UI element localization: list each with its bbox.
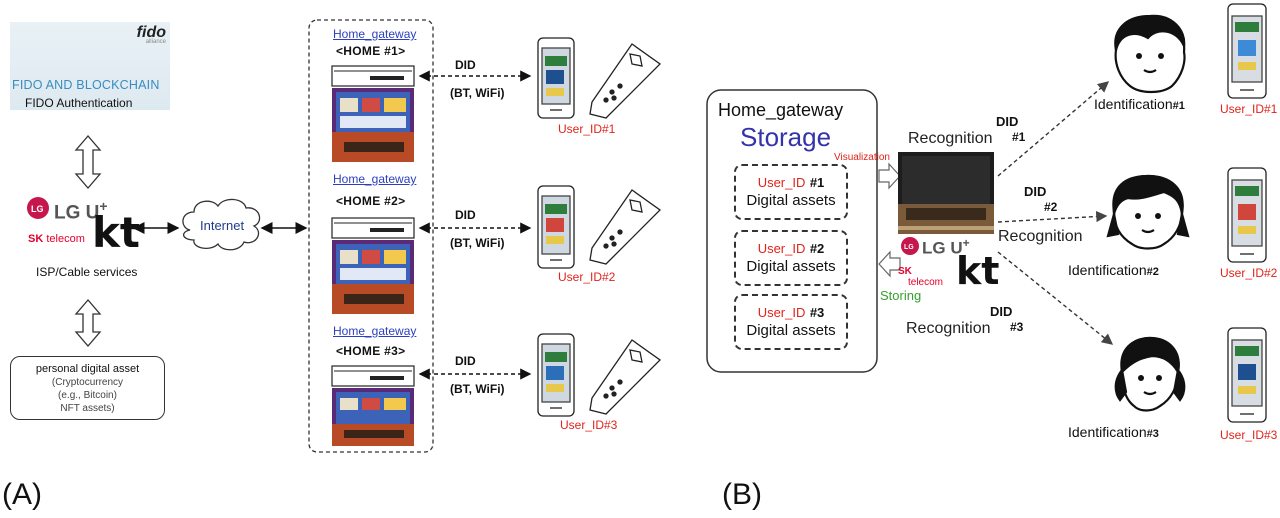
visualization-label: Visualization xyxy=(834,152,890,163)
asset-box-1: User_ID #1 Digital assets xyxy=(734,164,848,220)
user-id-b-1: User_ID#1 xyxy=(1220,102,1278,116)
phone-icon-b2 xyxy=(1227,167,1267,263)
conn-label-3: (BT, WiFi) xyxy=(450,382,505,396)
personal-asset-title: personal digital asset xyxy=(35,363,140,375)
user-id-label-2: User_ID#2 xyxy=(558,270,616,284)
home-gateway-label-3: Home_gateway xyxy=(333,324,417,338)
asset-uid-3: User_ID xyxy=(757,305,806,320)
svg-text:LG: LG xyxy=(904,244,914,251)
home-label-3: <HOME #3> xyxy=(336,344,406,358)
personal-asset-line2: (e.g., Bitcoin) xyxy=(58,390,117,401)
did-label-2: DID xyxy=(455,208,476,222)
remote-control-icon-2 xyxy=(589,189,662,265)
personal-asset-box: personal digital asset (Cryptocurrency (… xyxy=(10,356,165,420)
personal-asset-line3: NFT assets) xyxy=(60,403,115,414)
storing-label: Storing xyxy=(880,288,922,303)
recognition-arrow-3 xyxy=(997,251,1114,345)
asset-uid-2: User_ID xyxy=(757,241,806,256)
asset-num-3: #3 xyxy=(809,305,825,320)
home-label-1: <HOME #1> xyxy=(336,44,406,58)
home-device-3 xyxy=(331,365,415,446)
asset-uid-1: User_ID xyxy=(757,175,806,190)
home-gateway-label-1: Home_gateway xyxy=(333,27,417,41)
storing-arrow xyxy=(878,250,901,278)
personal-asset-line1: (Cryptocurrency xyxy=(51,377,124,388)
asset-num-1: #1 xyxy=(809,175,825,190)
kt-logo-b: kt xyxy=(956,249,1000,293)
asset-box-3: User_ID #3 Digital assets xyxy=(734,294,848,350)
recognition-label-2: Recognition xyxy=(998,228,1083,245)
person-avatar-3 xyxy=(1114,336,1186,412)
user-id-b-3: User_ID#3 xyxy=(1220,428,1278,442)
remote-control-icon-1 xyxy=(589,43,662,119)
fido-title: FIDO AND BLOCKCHAIN xyxy=(12,78,160,92)
lgu-logo-text: LG U+ xyxy=(54,198,108,224)
tv-display-icon xyxy=(898,152,994,234)
home-device-1 xyxy=(331,65,415,162)
lg-logo-icon-b: LG xyxy=(901,237,919,255)
recog-num-3: #3 xyxy=(1010,320,1024,334)
fido-subtitle: FIDO Authentication xyxy=(25,96,133,110)
internet-cloud xyxy=(182,198,261,251)
phone-icon-2 xyxy=(537,185,575,269)
home-device-2 xyxy=(331,217,415,314)
panel-a-label: (A) xyxy=(2,478,42,511)
phone-icon-b3 xyxy=(1227,327,1267,423)
user-id-b-2: User_ID#2 xyxy=(1220,266,1278,280)
identification-label-1: Identification#1 xyxy=(1094,96,1185,112)
did-label-1: DID xyxy=(455,58,476,72)
user-id-label-1: User_ID#1 xyxy=(558,122,616,136)
isp-label: ISP/Cable services xyxy=(36,265,138,279)
asset-text-1: Digital assets xyxy=(746,192,836,209)
isp-asset-double-arrow xyxy=(74,299,102,347)
conn-label-1: (BT, WiFi) xyxy=(450,86,505,100)
svg-text:LG: LG xyxy=(31,204,44,214)
kt-logo: kt xyxy=(92,208,141,257)
fido-isp-double-arrow xyxy=(74,135,102,189)
asset-box-2: User_ID #2 Digital assets xyxy=(734,230,848,286)
recognition-arrow-1 xyxy=(997,81,1110,177)
storage-gateway-title: Home_gateway xyxy=(718,100,844,120)
home-label-2: <HOME #2> xyxy=(336,194,406,208)
recog-num-2: #2 xyxy=(1044,200,1058,214)
identification-label-3: Identification#3 xyxy=(1068,424,1159,440)
conn-label-2: (BT, WiFi) xyxy=(450,236,505,250)
did-b-label-1: DID xyxy=(996,114,1019,129)
lg-logo-icon: LG xyxy=(27,197,49,219)
storage-heading: Storage xyxy=(740,122,832,152)
asset-num-2: #2 xyxy=(809,241,825,256)
recognition-arrow-2 xyxy=(997,210,1108,223)
phone-icon-b1 xyxy=(1227,3,1267,99)
recognition-label-3: Recognition xyxy=(906,320,991,337)
lgu-logo-text-b: LG U+ xyxy=(922,236,970,258)
asset-text-2: Digital assets xyxy=(746,258,836,275)
panel-b-label: (B) xyxy=(722,478,762,511)
person-avatar-2 xyxy=(1106,174,1190,250)
asset-text-3: Digital assets xyxy=(746,322,836,339)
remote-control-icon-3 xyxy=(589,339,662,415)
did-label-3: DID xyxy=(455,354,476,368)
did-b-label-2: DID xyxy=(1024,184,1047,199)
phone-icon-1 xyxy=(537,37,575,119)
phone-icon-3 xyxy=(537,333,575,417)
person-avatar-1 xyxy=(1114,14,1186,94)
recog-num-1: #1 xyxy=(1012,130,1026,144)
home-gateway-label-2: Home_gateway xyxy=(333,172,417,186)
homes-dashed-box xyxy=(308,19,434,453)
visualization-arrow xyxy=(878,162,901,190)
did-b-label-3: DID xyxy=(990,304,1013,319)
internet-label: Internet xyxy=(200,218,245,233)
sk-telecom-logo: SK telecom xyxy=(28,233,85,245)
recognition-label-1: Recognition xyxy=(908,130,993,147)
user-id-label-3: User_ID#3 xyxy=(560,418,618,432)
identification-label-2: Identification#2 xyxy=(1068,262,1159,278)
